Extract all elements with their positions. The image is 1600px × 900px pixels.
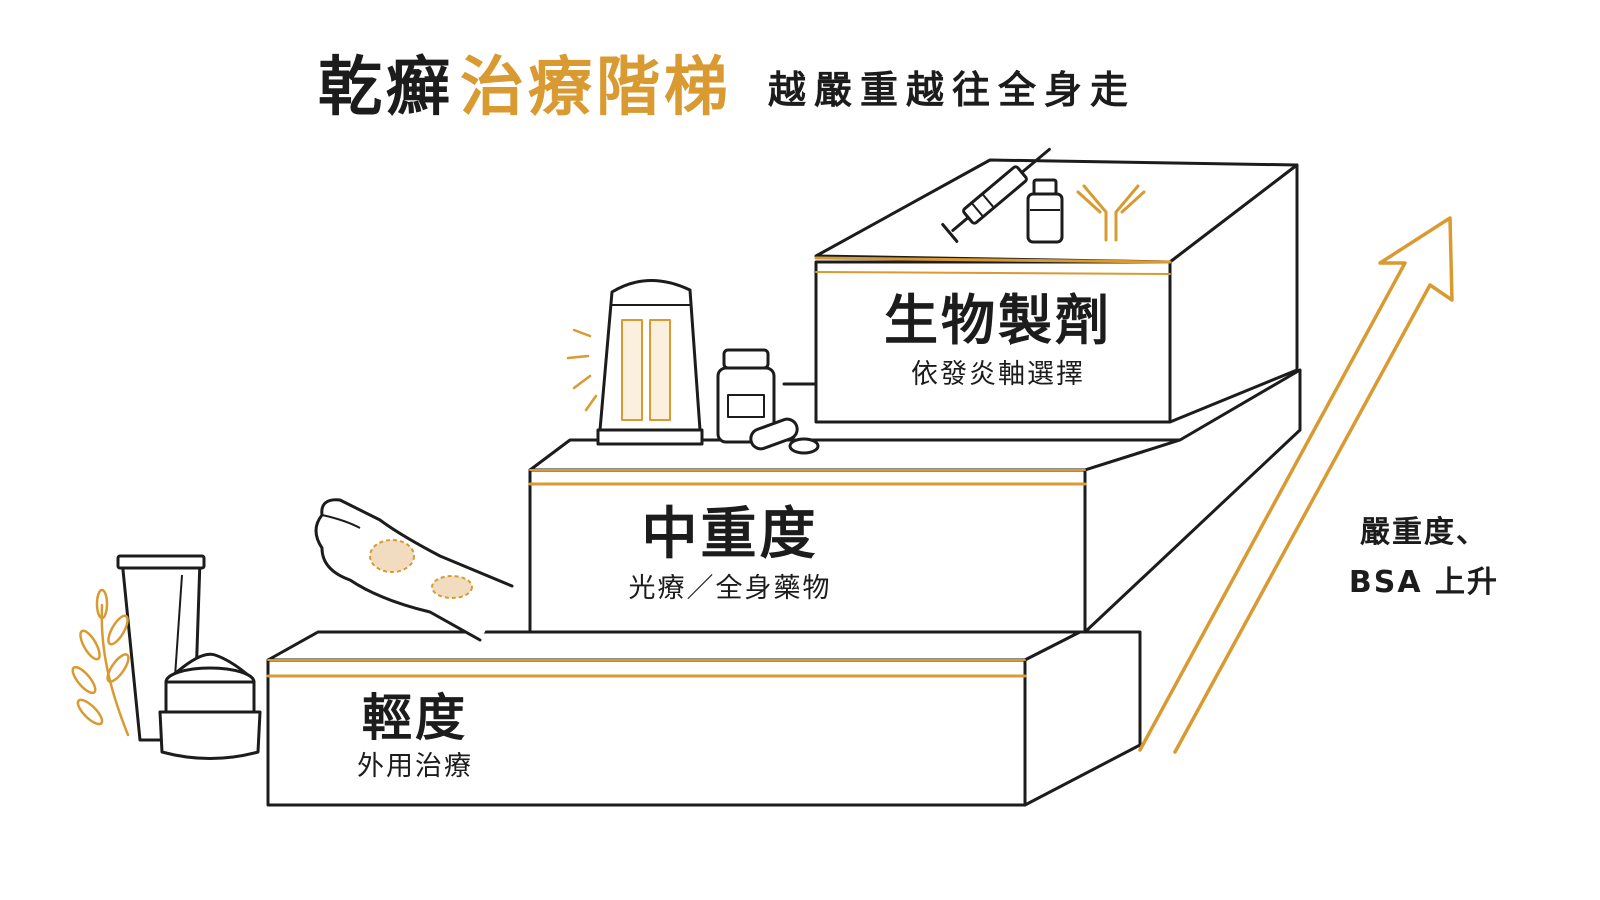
step-biologic-subtitle: 依發炎軸選擇: [911, 359, 1085, 390]
step-mild-title: 輕度: [362, 689, 468, 747]
arrow-label: 嚴重度、 BSA 上升: [1336, 508, 1512, 608]
step-biologic-label: 生物製劑 依發炎軸選擇: [868, 288, 1128, 396]
skin-patch-hand-icon: [314, 498, 514, 642]
step-moderate-block: [528, 368, 1302, 634]
pill-bottle-icon: [716, 348, 776, 444]
phototherapy-booth-icon: [566, 279, 704, 446]
arrow-label-line1: 嚴重度、: [1360, 515, 1488, 550]
title-part2-highlight: 治療階梯: [460, 51, 732, 125]
step-moderate-subtitle: 光療／全身藥物: [628, 573, 832, 604]
step-mild-label: 輕度 外用治療: [330, 688, 500, 786]
syringe-icon: [941, 147, 1051, 243]
step-moderate-title: 中重度: [641, 502, 819, 567]
capsule-icon: [749, 417, 820, 455]
antibody-icon: [1076, 184, 1146, 242]
vial-icon: [1026, 178, 1064, 244]
title-part1: 乾癬: [318, 51, 454, 125]
arrow-label-line2: BSA 上升: [1348, 565, 1500, 600]
step-moderate-label: 中重度 光療／全身藥物: [590, 502, 870, 610]
step-biologic-title: 生物製劑: [884, 289, 1112, 352]
leaf-sprig-icon: [71, 588, 130, 737]
cream-jar-icon: [158, 652, 262, 760]
upward-arrow-icon: [1138, 216, 1454, 754]
page-title: 乾癬治療階梯越嚴重越往全身走: [318, 36, 1136, 128]
title-subtitle: 越嚴重越往全身走: [768, 68, 1137, 112]
step-mild-subtitle: 外用治療: [357, 751, 473, 782]
